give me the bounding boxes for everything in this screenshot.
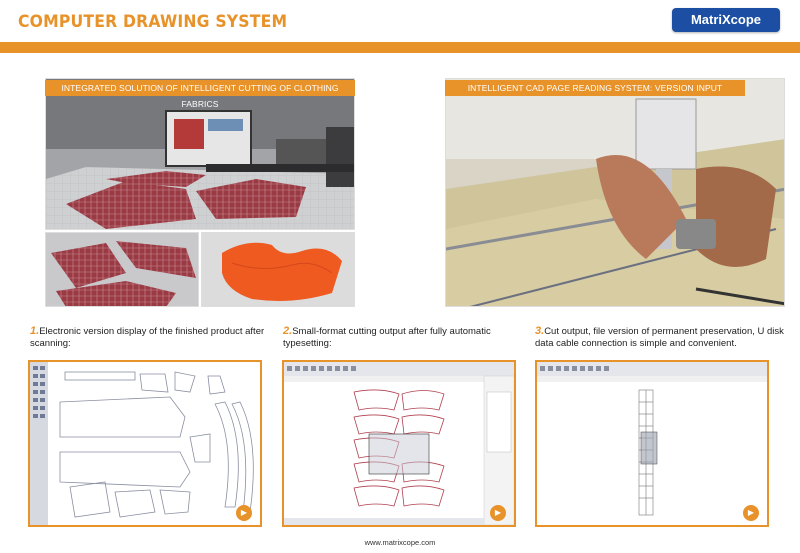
play-icon[interactable]: ▶ xyxy=(743,505,759,521)
step-1-number: 1. xyxy=(30,325,40,337)
cut-fabric-photo xyxy=(45,232,199,307)
brand-logo[interactable]: MatriXcope xyxy=(672,8,780,32)
right-section-caption: INTELLIGENT CAD PAGE READING SYSTEM: VER… xyxy=(445,80,745,96)
cut-output-cad-view xyxy=(537,362,767,516)
typesetting-panel: ▶ xyxy=(282,360,516,527)
cad-reading-illustration xyxy=(446,79,784,306)
page-title: COMPUTER DRAWING SYSTEM xyxy=(18,12,288,32)
step-2-number: 2. xyxy=(283,325,293,337)
cut-fabric-illustration xyxy=(46,233,198,306)
orange-fabric-illustration xyxy=(202,233,354,306)
left-section-caption: INTEGRATED SOLUTION OF INTELLIGENT CUTTI… xyxy=(45,80,355,109)
step-2-description: 2.Small-format cutting output after full… xyxy=(283,325,523,350)
header: COMPUTER DRAWING SYSTEM MatriXcope xyxy=(0,0,800,42)
header-divider xyxy=(0,42,800,53)
orange-fabric-photo xyxy=(201,232,355,307)
cad-reading-photo xyxy=(445,78,785,307)
typesetting-cad-view xyxy=(284,362,514,525)
play-icon[interactable]: ▶ xyxy=(490,505,506,521)
step-2-text: Small-format cutting output after fully … xyxy=(283,326,491,349)
step-1-description: 1.Electronic version display of the fini… xyxy=(30,325,270,350)
cut-output-panel: ▶ xyxy=(535,360,769,527)
scan-display-cad-view xyxy=(30,362,254,525)
step-3-description: 3.Cut output, file version of permanent … xyxy=(535,325,785,350)
step-3-number: 3. xyxy=(535,325,545,337)
scan-display-panel: ▶ xyxy=(28,360,262,527)
step-1-text: Electronic version display of the finish… xyxy=(30,326,265,349)
footer-url[interactable]: www.matrixcope.com xyxy=(364,538,436,547)
play-icon[interactable]: ▶ xyxy=(236,505,252,521)
step-3-text: Cut output, file version of permanent pr… xyxy=(535,326,784,349)
